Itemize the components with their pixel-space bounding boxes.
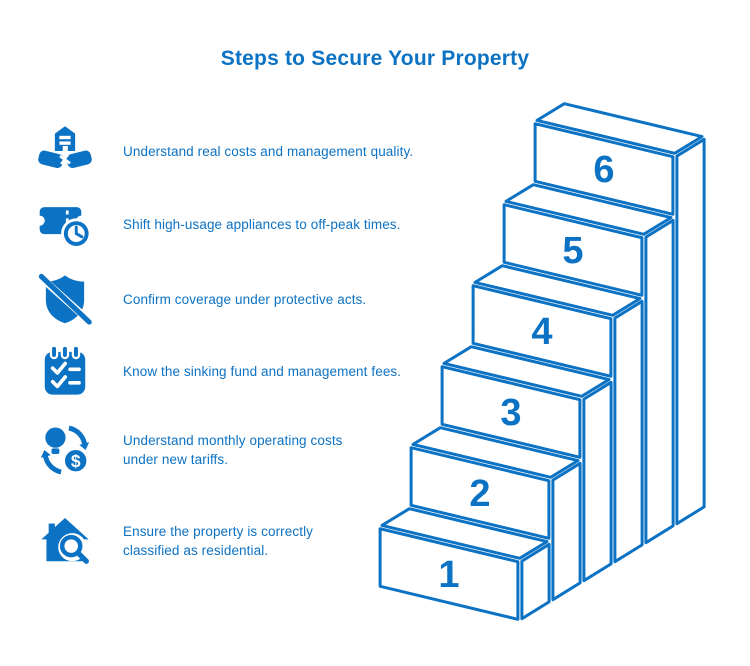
- step-front-3: [440, 365, 582, 459]
- step-top-6: [535, 102, 704, 155]
- step-front-2: [409, 446, 551, 540]
- step-item-text: Ensure the property is correctly classif…: [123, 524, 314, 558]
- step-front-1: [378, 527, 520, 621]
- step-side-2: [551, 461, 582, 602]
- checklist-board-icon: [38, 344, 92, 398]
- step-number-3: 3: [500, 392, 521, 434]
- step-number-1: 1: [438, 554, 459, 596]
- step-top-3: [442, 345, 611, 398]
- shield-off-icon: [38, 272, 92, 326]
- ticket-clock-icon: [38, 197, 92, 251]
- step-top-4: [473, 264, 642, 317]
- step-side-1: [520, 542, 551, 621]
- svg-text:$: $: [71, 451, 81, 471]
- step-number-5: 5: [562, 230, 583, 272]
- step-side-6: [675, 137, 706, 526]
- bulb-dollar-cycle-icon: $: [38, 423, 92, 477]
- home-search-icon: [38, 514, 92, 568]
- step-front-6: [533, 122, 675, 216]
- page-title: Steps to Secure Your Property: [220, 47, 530, 70]
- step-front-4: [471, 284, 613, 378]
- step-item-text: Understand real costs and management qua…: [123, 143, 414, 159]
- building-handshake-icon: [38, 124, 92, 178]
- step-number-4: 4: [531, 311, 552, 353]
- step-side-4: [613, 299, 644, 564]
- step-top-5: [504, 183, 673, 236]
- step-item-2: Shift high-usage appliances to off-peak …: [38, 197, 453, 251]
- step-item-6: Ensure the property is correctly classif…: [38, 514, 371, 568]
- step-front-5: [502, 203, 644, 297]
- step-item-5: $ Understand monthly operating costs und…: [38, 423, 371, 477]
- step-item-text: Confirm coverage under protective acts.: [123, 291, 367, 307]
- step-item-1: Understand real costs and management qua…: [38, 124, 453, 178]
- step-item-text: Understand monthly operating costs under…: [123, 433, 343, 467]
- step-item-3: Confirm coverage under protective acts.: [38, 272, 453, 326]
- step-item-text: Know the sinking fund and management fee…: [123, 363, 402, 379]
- step-top-2: [411, 426, 580, 479]
- step-item-text: Shift high-usage appliances to off-peak …: [123, 216, 401, 232]
- step-top-1: [380, 507, 549, 560]
- step-number-6: 6: [593, 149, 614, 191]
- step-side-5: [644, 218, 675, 545]
- step-number-2: 2: [469, 473, 490, 515]
- step-side-3: [582, 380, 613, 583]
- step-item-4: Know the sinking fund and management fee…: [38, 344, 453, 398]
